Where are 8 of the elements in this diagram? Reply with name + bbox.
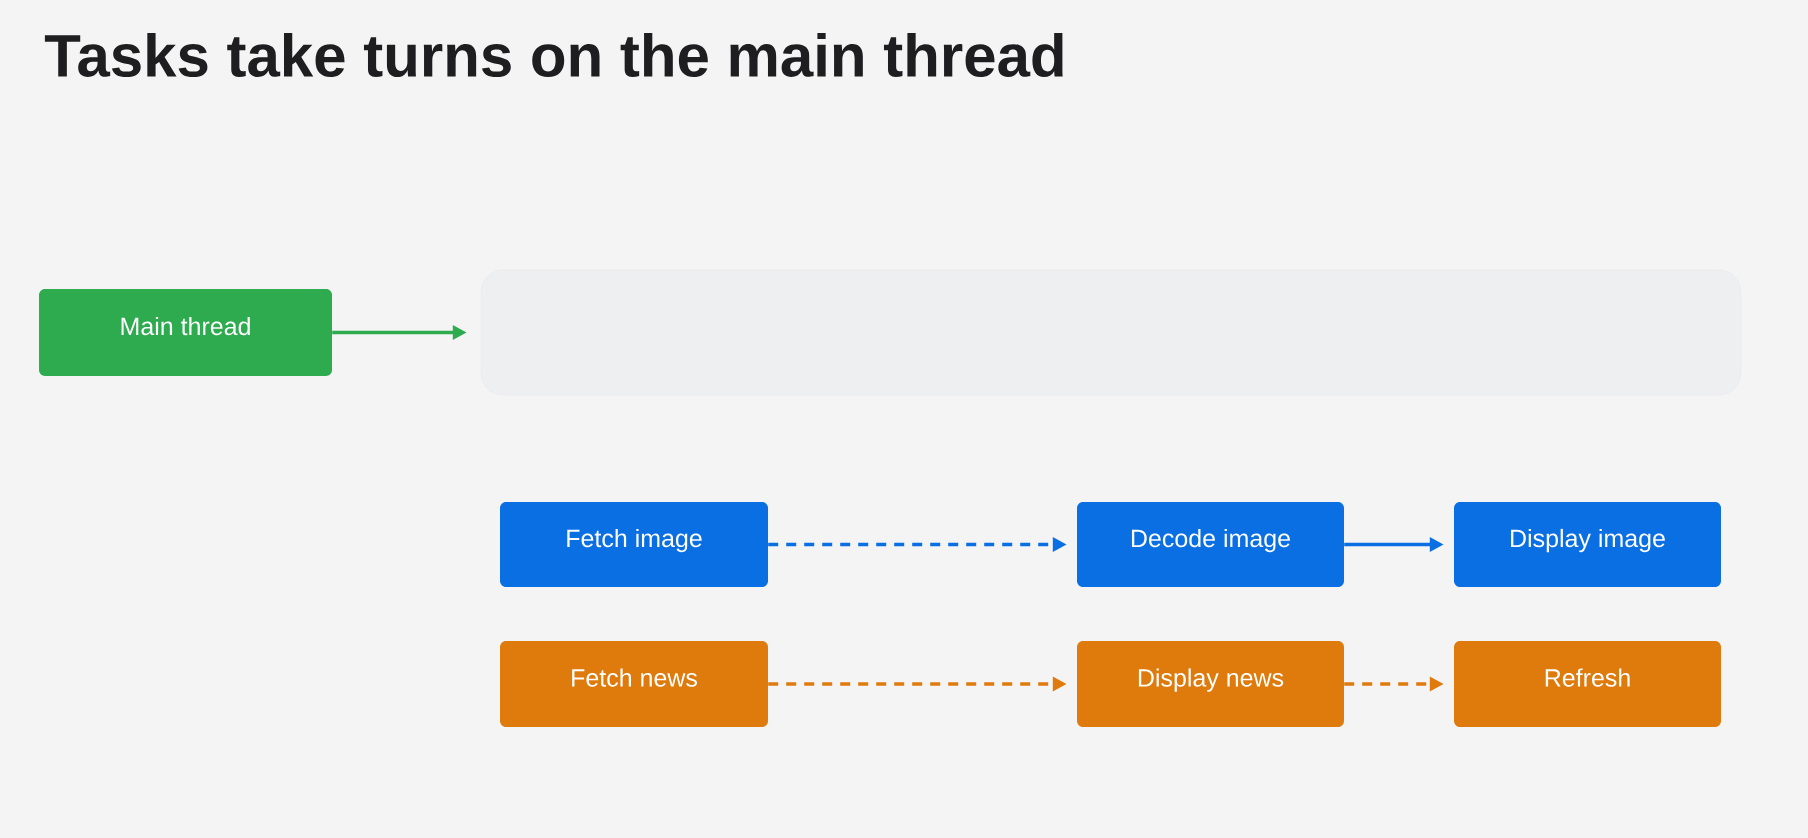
thread-box: Main thread	[39, 289, 332, 376]
task-box: Fetch news	[500, 641, 768, 727]
task-box: Fetch image	[500, 502, 768, 587]
title: Tasks take turns on the main thread	[44, 32, 1063, 78]
task-box: Display image	[1454, 502, 1721, 587]
task-box: Decode image	[1077, 502, 1344, 587]
task-box: Display news	[1077, 641, 1344, 727]
task-box: Refresh	[1454, 641, 1721, 727]
